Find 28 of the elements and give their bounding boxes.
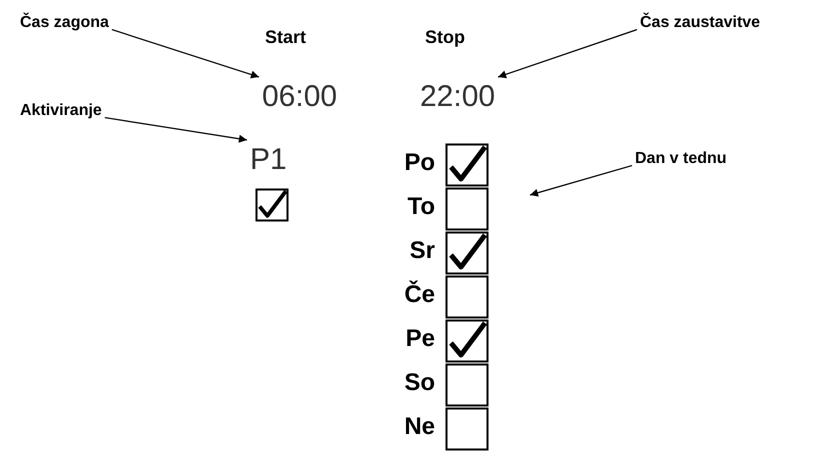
leader-arrow	[112, 29, 260, 78]
weekday-label: Če	[403, 282, 435, 308]
column-heading: Start	[265, 28, 306, 48]
checked-checkbox	[255, 188, 289, 222]
checked-checkbox	[445, 143, 489, 187]
weekday-label: Pe	[404, 326, 435, 352]
empty-checkbox	[445, 275, 489, 319]
weekday-label: To	[406, 194, 435, 220]
leader-arrow	[530, 165, 632, 197]
callout-label: Dan v tednu	[635, 150, 727, 168]
program-label: P1	[250, 143, 287, 176]
time-value: 06:00	[262, 80, 338, 113]
weekday-label: Sr	[408, 238, 435, 264]
leader-arrow	[104, 117, 248, 143]
callout-label: Čas zaustavitve	[640, 14, 760, 32]
weekday-label: Ne	[403, 414, 435, 440]
callout-label: Aktiviranje	[20, 102, 102, 120]
empty-checkbox	[445, 407, 489, 451]
checked-checkbox	[445, 231, 489, 275]
column-heading: Stop	[425, 28, 465, 48]
checked-checkbox	[445, 319, 489, 363]
empty-checkbox	[445, 187, 489, 231]
weekday-label: Po	[403, 150, 435, 176]
leader-arrow	[498, 29, 638, 78]
empty-checkbox	[445, 363, 489, 407]
callout-label: Čas zagona	[20, 14, 109, 32]
time-value: 22:00	[420, 80, 496, 113]
weekday-label: So	[403, 370, 435, 396]
